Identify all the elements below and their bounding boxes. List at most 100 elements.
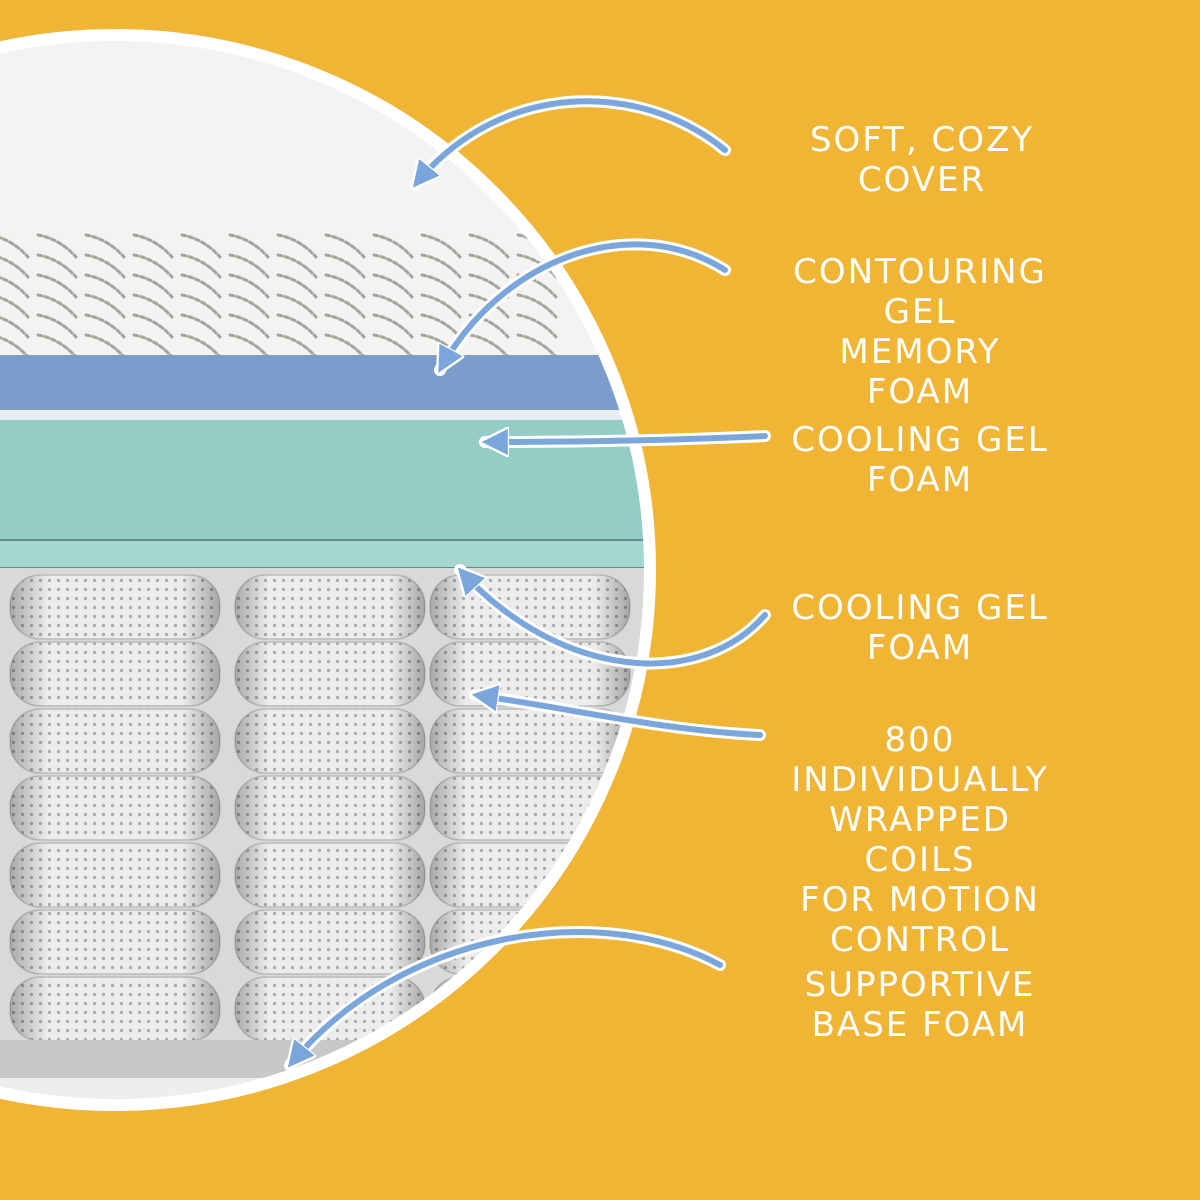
stitch-mark [276, 253, 318, 279]
stitch-mark [420, 233, 462, 259]
stitch-mark [468, 253, 510, 279]
stitch-mark [372, 313, 414, 339]
stitch-mark [180, 333, 222, 359]
coil-pocket-shading [10, 642, 220, 706]
stitch-mark [84, 313, 126, 339]
coil-pocket-shading [430, 709, 630, 773]
stitch-mark [0, 293, 30, 319]
arrow-cooling-foam-2 [454, 570, 771, 670]
stitch-mark [84, 233, 126, 259]
stitch-mark [276, 293, 318, 319]
stitch-mark [420, 293, 462, 319]
stitch-mark [36, 293, 78, 319]
stitch-mark [372, 273, 414, 299]
stitch-mark [84, 333, 126, 359]
label-cover: SOFT, COZY COVER [809, 120, 1035, 200]
label-coils: 800 INDIVIDUALLY WRAPPED COILS FOR MOTIO… [791, 720, 1049, 960]
stitch-mark [372, 293, 414, 319]
arrow-cover [409, 95, 731, 185]
stitch-mark [132, 233, 174, 259]
stitch-mark [36, 313, 78, 339]
coil-pocket-shading [235, 776, 425, 840]
cutaway-circle-border [0, 29, 656, 1111]
stitch-mark [324, 233, 366, 259]
coil-pocket-shading [235, 843, 425, 907]
stitch-mark [132, 333, 174, 359]
arrow-cooling-foam-1 [485, 436, 771, 442]
coil-pocket-shading [235, 575, 425, 639]
stitch-mark [132, 293, 174, 319]
stitch-mark [36, 253, 78, 279]
stitch-mark [420, 273, 462, 299]
pocket-coils [9, 574, 631, 1042]
callout-arrows [284, 95, 771, 1065]
stitch-mark [84, 293, 126, 319]
stitch-mark [0, 313, 30, 339]
stitch-mark [228, 333, 270, 359]
stitch-mark [420, 253, 462, 279]
stitch-mark [324, 293, 366, 319]
arrow-memory-foam [434, 238, 731, 370]
stitch-mark [132, 313, 174, 339]
coil-pocket-shading [10, 910, 220, 974]
stitch-mark [324, 253, 366, 279]
coil-pocket-shading [235, 709, 425, 773]
stitch-mark [180, 293, 222, 319]
label-memory-foam: CONTOURING GEL MEMORY FOAM [793, 252, 1047, 412]
coil-pocket-shading [430, 910, 630, 974]
stitch-mark [0, 253, 30, 279]
stitch-mark [516, 253, 558, 279]
coil-pocket-shading [235, 910, 425, 974]
stitch-mark [84, 273, 126, 299]
stitch-mark [180, 233, 222, 259]
stitch-mark [228, 253, 270, 279]
stitch-mark [324, 313, 366, 339]
stitch-mark [516, 313, 558, 339]
quilt-stitching [0, 233, 558, 359]
coil-pocket-shading [10, 977, 220, 1041]
arrow-coils [475, 695, 766, 741]
label-base-foam: SUPPORTIVE BASE FOAM [804, 965, 1036, 1045]
stitch-mark [276, 333, 318, 359]
stitch-mark [324, 333, 366, 359]
stitch-mark [372, 253, 414, 279]
coil-pocket-shading [10, 843, 220, 907]
stitch-mark [468, 333, 510, 359]
stitch-mark [0, 273, 30, 299]
stitch-mark [276, 233, 318, 259]
label-cooling-foam-2: COOLING GEL FOAM [791, 588, 1049, 668]
stitch-mark [0, 333, 30, 359]
stitch-mark [228, 273, 270, 299]
stitch-mark [228, 313, 270, 339]
stitch-mark [132, 273, 174, 299]
mattress-cross-section [0, 35, 650, 1105]
stitch-mark [36, 273, 78, 299]
stitch-mark [36, 233, 78, 259]
cooling-foam-thin-layer [0, 540, 650, 568]
stitch-mark [0, 233, 30, 259]
stitch-mark [276, 273, 318, 299]
coil-pocket-shading [235, 642, 425, 706]
coil-pocket-shading [10, 575, 220, 639]
stitch-mark [180, 273, 222, 299]
stitch-mark [324, 273, 366, 299]
stitch-mark [180, 313, 222, 339]
stitch-mark [228, 293, 270, 319]
coil-pocket-shading [430, 843, 630, 907]
coil-pocket-shading [10, 776, 220, 840]
stitch-mark [228, 233, 270, 259]
stitch-mark [516, 293, 558, 319]
stitch-mark [36, 333, 78, 359]
memory-foam-layer [0, 355, 650, 410]
stitch-mark [84, 253, 126, 279]
stitch-mark [276, 313, 318, 339]
label-cooling-foam-1: COOLING GEL FOAM [791, 420, 1049, 500]
stitch-mark [468, 233, 510, 259]
stitch-mark [372, 333, 414, 359]
stitch-mark [132, 253, 174, 279]
stitch-mark [516, 333, 558, 359]
stitch-mark [180, 253, 222, 279]
stitch-mark [372, 233, 414, 259]
arrow-base-foam [284, 926, 726, 1065]
